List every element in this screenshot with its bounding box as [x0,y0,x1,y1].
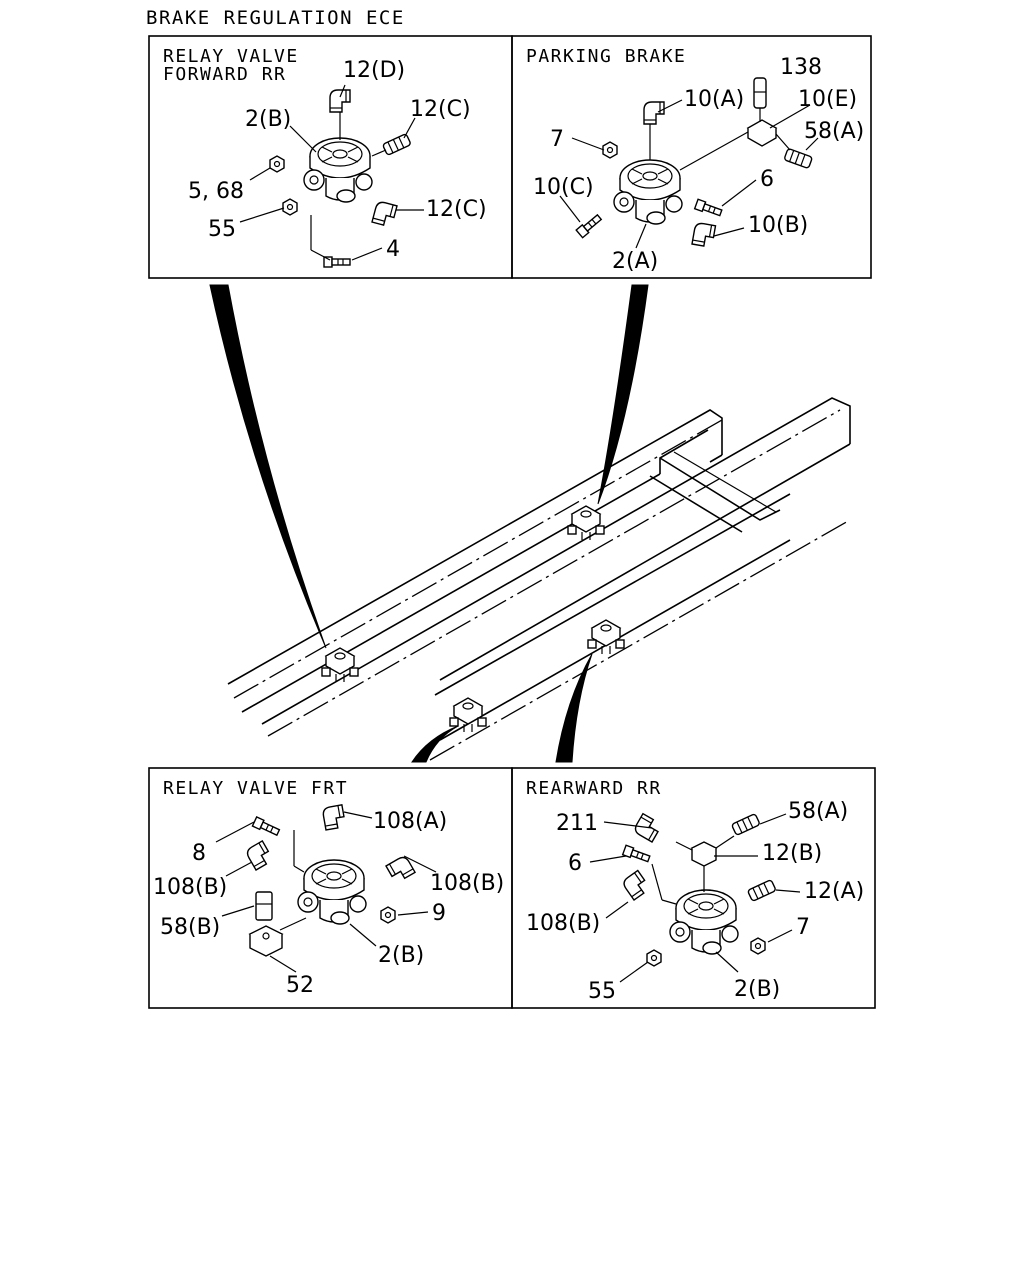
pointer-wedges [209,284,649,763]
callout-2a: 2(A) [612,249,658,274]
callout-58a-rearward: 58(A) [788,799,848,824]
callout-55-forward: 55 [208,217,236,242]
callout-108b-right: 108(B) [430,871,504,896]
panel2-title: PARKING BRAKE [526,46,686,67]
callout-10c: 10(C) [533,175,594,200]
panel2-leader-lines [559,99,819,249]
panel1-title-line2: FORWARD RR [163,64,286,85]
callout-7-parking: 7 [550,127,564,152]
callout-12a: 12(A) [804,879,864,904]
panel4-title: REARWARD RR [526,778,662,799]
callout-10b: 10(B) [748,213,808,238]
callout-6-rearward: 6 [568,851,582,876]
panel4-rearward-valve-illustration [620,812,777,967]
callout-7-rearward: 7 [796,915,810,940]
callout-2b-forward: 2(B) [245,107,291,132]
panel3-leader-lines [215,811,437,973]
callout-12d: 12(D) [343,58,405,83]
callout-6-parking: 6 [760,167,774,192]
callout-10a: 10(A) [684,87,744,112]
panel-rearward-rr [511,767,876,1009]
callout-108a: 108(A) [373,809,447,834]
panel2-parking-brake-illustration [575,77,814,249]
callout-12c-upper: 12(C) [410,97,471,122]
callout-55-rearward: 55 [588,979,616,1004]
panel4-leader-lines [589,813,801,983]
callout-9: 9 [432,901,446,926]
callout-58a-parking: 58(A) [804,119,864,144]
panel3-title: RELAY VALVE FRT [163,778,348,799]
panel1-relay-valve-illustration [269,89,412,268]
callout-2b-rearward: 2(B) [734,977,780,1002]
callout-58b: 58(B) [160,915,220,940]
panel3-relay-valve-illustration [244,804,416,957]
callout-52: 52 [286,973,314,998]
callout-108b-rearward: 108(B) [526,911,600,936]
callout-5-68: 5, 68 [188,179,244,204]
callout-2b-frt: 2(B) [378,943,424,968]
callout-4: 4 [386,237,400,262]
page-title: BRAKE REGULATION ECE [146,7,405,29]
callout-211: 211 [556,811,598,836]
callout-8: 8 [192,841,206,866]
callout-138: 138 [780,55,822,80]
panel1-leader-lines [239,84,424,261]
callout-12c-lower: 12(C) [426,197,487,222]
callout-12b: 12(B) [762,841,822,866]
callout-108b-left: 108(B) [153,875,227,900]
panel-parking-brake [511,35,872,279]
panel1-title-line1: RELAY VALVE [163,46,299,67]
callout-10e: 10(E) [798,87,857,112]
chassis-frame-illustration [227,397,851,761]
